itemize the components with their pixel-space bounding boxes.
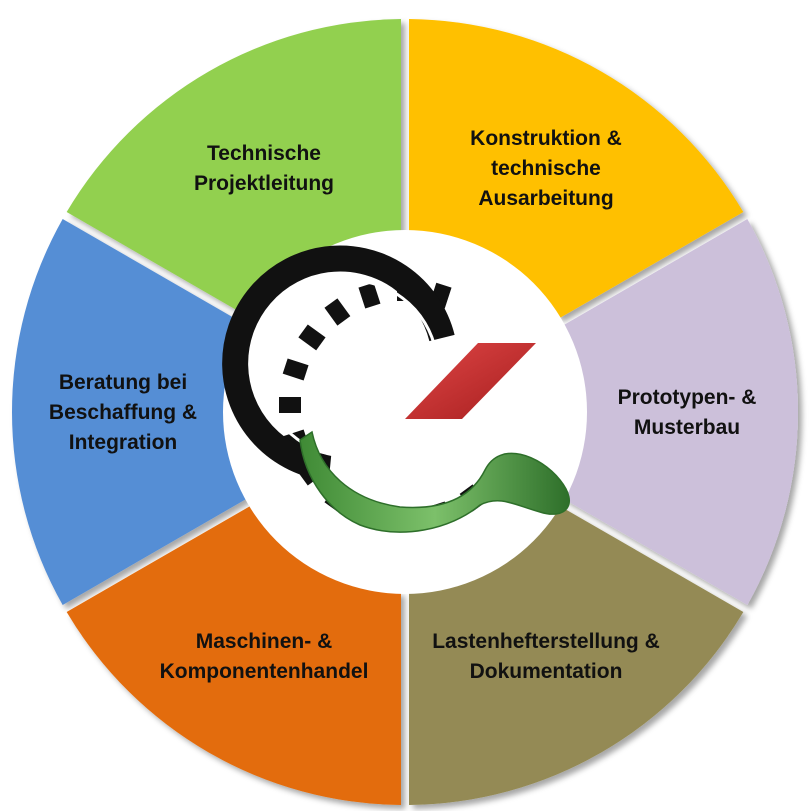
segment-label-line: Ausarbeitung	[478, 187, 613, 210]
gear-tooth	[298, 324, 326, 351]
center-disc	[223, 230, 587, 594]
segment-label-line: Musterbau	[634, 416, 740, 439]
gear-tooth	[324, 298, 351, 326]
gear-ring-inner-line	[260, 278, 438, 458]
segment-1	[408, 19, 744, 319]
segment-label-line: Prototypen- &	[618, 386, 757, 409]
segment-label-2: Prototypen- & Musterbau	[618, 386, 757, 439]
company-logo	[222, 245, 571, 533]
gear-tooth	[358, 282, 381, 309]
segment-label-line: Beratung bei	[59, 371, 187, 394]
segment-2	[562, 218, 799, 606]
segment-label-line: Lastenhefterstellung &	[432, 630, 660, 653]
green-swoosh-shape	[299, 430, 571, 533]
gear-tooth	[282, 358, 309, 381]
gear-ring	[222, 245, 455, 481]
segment-label-line: Maschinen- &	[196, 630, 333, 653]
gear-tooth	[279, 397, 301, 413]
segment-label-line: Konstruktion &	[470, 127, 622, 150]
segment-0	[66, 19, 402, 319]
segment-label-4: Maschinen- & Komponentenhandel	[160, 630, 369, 683]
segment-label-3: Lastenhefterstellung & Dokumentation	[432, 630, 660, 683]
segment-label-line: Beschaffung &	[49, 401, 197, 424]
segments-group	[11, 19, 799, 805]
segment-label-line: Technische	[207, 142, 321, 165]
segment-4	[66, 505, 402, 805]
red-slash-shape	[405, 343, 536, 419]
segment-label-line: Komponentenhandel	[160, 660, 369, 683]
segment-3	[408, 505, 744, 805]
segment-5	[11, 218, 248, 606]
segment-label-line: technische	[491, 157, 601, 180]
segment-label-line: Projektleitung	[194, 172, 334, 195]
segment-label-line: Integration	[69, 431, 178, 454]
segment-label-line: Dokumentation	[470, 660, 623, 683]
